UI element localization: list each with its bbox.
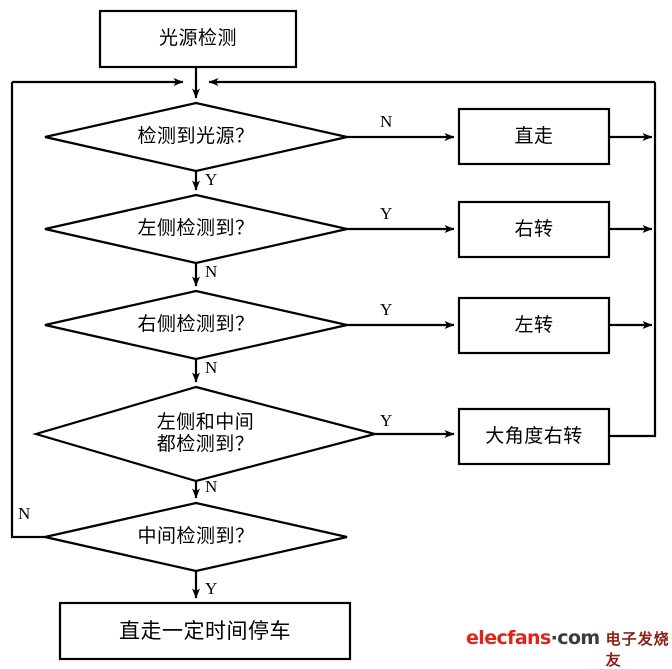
node-stop — [58, 601, 352, 661]
watermark: elecfans·com 电子发烧友 — [466, 627, 672, 669]
edge-label-d5-yes: Y — [205, 579, 218, 598]
edge-left-return-vertical — [10, 82, 45, 539]
node-decision-5 — [44, 501, 348, 573]
edge-label-d3-no: N — [205, 358, 218, 377]
node-start — [98, 9, 298, 69]
edge-label-d4-no: N — [205, 477, 218, 496]
node-action-big-right-turn — [457, 407, 611, 466]
edge-label-d4-yes: Y — [380, 411, 393, 430]
edge-label-d2-yes: Y — [380, 204, 393, 223]
edge-label-d3-yes: Y — [380, 300, 393, 319]
node-decision-4 — [32, 385, 380, 483]
watermark-brand: elecfans — [466, 627, 551, 649]
edge-right-return-vertical — [609, 82, 657, 438]
node-decision-3 — [44, 289, 348, 361]
node-decision-2 — [44, 193, 348, 265]
node-action-right-turn — [457, 200, 611, 259]
edge-label-d2-no: N — [205, 262, 218, 281]
node-action-left-turn — [457, 296, 611, 355]
node-action-straight — [457, 107, 611, 166]
node-decision-1 — [44, 101, 348, 173]
edge-label-d5-no: N — [18, 504, 31, 523]
edge-label-d1-no: N — [380, 112, 393, 131]
edge-label-d1-yes: Y — [205, 170, 218, 189]
watermark-dotcom: ·com — [550, 627, 601, 649]
watermark-chinese: 电子发烧友 — [605, 630, 670, 669]
